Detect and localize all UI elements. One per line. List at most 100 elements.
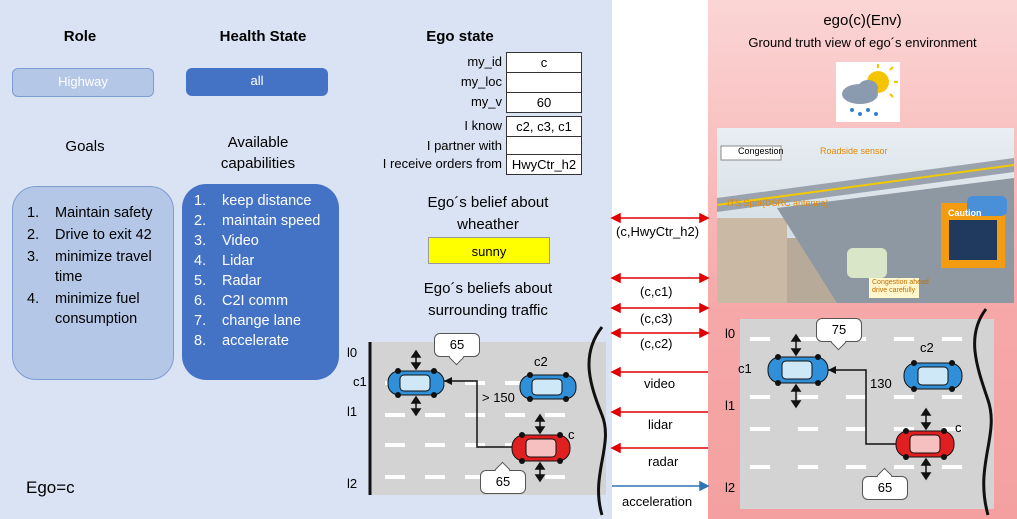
car-c1-label: c1 xyxy=(353,374,367,389)
ego-state-value: HwyCtr_h2 xyxy=(506,154,582,175)
capability-number: 3. xyxy=(194,233,207,249)
ego-state-value: 60 xyxy=(506,92,582,113)
capability-text: keep distance xyxy=(222,193,312,209)
goals-list: 1.Maintain safety 2. Drive to exit 42 3. min… xyxy=(27,203,163,329)
ego-state-value: c xyxy=(506,52,582,73)
role-header: Role xyxy=(63,28,97,45)
env-subtitle: Ground truth view of ego´s environment xyxy=(748,35,977,50)
car-c2 xyxy=(519,372,577,402)
distance-line xyxy=(444,380,512,448)
goal-number: 4. xyxy=(27,291,40,307)
env-car-c1 xyxy=(767,354,829,386)
belief-road-scene xyxy=(368,326,607,516)
its-traffic-photo xyxy=(717,128,1014,303)
capability-number: 4. xyxy=(194,253,207,269)
env-distance-line xyxy=(828,369,896,445)
capability-number: 8. xyxy=(194,333,207,349)
link-radar: radar xyxy=(648,454,679,469)
capability-item: 6. C2I comm xyxy=(194,291,333,311)
capabilities-header-line1: Available xyxy=(227,134,289,151)
capabilities-list: 1. keep distance 2. maintain speed 3. Video 4.… xyxy=(194,191,333,351)
capability-number: 6. xyxy=(194,293,207,309)
traffic-belief-line2: surrounding traffic xyxy=(428,302,548,319)
env-car-c2-label: c2 xyxy=(920,340,934,355)
photo-caution-label: Caution xyxy=(948,208,982,218)
env-road-boundary-curve xyxy=(973,308,993,516)
capability-text: maintain speed xyxy=(222,213,321,229)
ego-state-label: I receive orders from xyxy=(382,156,502,171)
capability-item: 2. maintain speed xyxy=(194,211,333,231)
capability-text: Lidar xyxy=(222,253,255,269)
env-lane-l1-label: l1 xyxy=(725,398,736,413)
distance-label: > 150 xyxy=(482,390,515,405)
capabilities-header-line2: capabilities xyxy=(220,155,296,172)
goals-box: 1.Maintain safety 2. Drive to exit 42 3. min… xyxy=(12,186,174,380)
goal-text: Drive to exit 42 xyxy=(55,227,152,243)
goal-text: minimize fuel consumption xyxy=(55,291,140,327)
weather-belief-title: Ego´s belief about wheather xyxy=(408,192,568,236)
car-c xyxy=(511,432,571,464)
lane-l2-label: l2 xyxy=(347,476,358,491)
capability-text: Video xyxy=(222,233,259,249)
weather-belief-line1: Ego´s belief about xyxy=(427,194,549,211)
goal-text: Maintain safety xyxy=(55,205,153,221)
capability-text: change lane xyxy=(222,313,302,329)
capability-item: 1. keep distance xyxy=(194,191,333,211)
role-button[interactable]: Highway xyxy=(12,68,154,97)
lane-l0-label: l0 xyxy=(347,345,358,360)
link-c-c2: (c,c2) xyxy=(640,336,673,351)
goal-item: 4. minimize fuel consumption xyxy=(27,289,163,329)
capability-number: 2. xyxy=(194,213,207,229)
health-state-header: Health State xyxy=(219,28,307,45)
weather-icon xyxy=(836,62,900,122)
env-car-c-label: c xyxy=(955,420,962,435)
env-speed-bubble-bottom: 65 xyxy=(862,476,908,500)
health-state-button[interactable]: all xyxy=(186,68,328,96)
goal-text: minimize travel time xyxy=(55,249,152,285)
link-c-hwy: (c,HwyCtr_h2) xyxy=(616,224,700,239)
ego-state-label: I partner with xyxy=(426,138,502,153)
photo-caption: Congestion ahead drive carefully xyxy=(872,279,929,294)
capability-item: 4. Lidar xyxy=(194,251,333,271)
capabilities-header: Available capabilities xyxy=(198,134,318,172)
traffic-belief-line1: Ego´s beliefs about xyxy=(423,280,553,297)
ego-state-value: c2, c3, c1 xyxy=(506,116,582,137)
env-distance-label: 130 xyxy=(870,376,892,391)
ego-state-value xyxy=(506,72,582,93)
communication-arrows xyxy=(610,212,710,492)
capability-item: 7. change lane xyxy=(194,311,333,331)
weather-value: sunny xyxy=(428,237,550,264)
goal-item: 1.Maintain safety xyxy=(27,203,163,223)
capability-text: C2I comm xyxy=(222,293,289,309)
env-car-c xyxy=(895,428,955,460)
capability-number: 5. xyxy=(194,273,207,289)
ego-label: Ego=c xyxy=(26,478,75,497)
capability-item: 3. Video xyxy=(194,231,333,251)
capability-number: 1. xyxy=(194,193,207,209)
env-car-c2 xyxy=(903,360,963,392)
car-c2-label: c2 xyxy=(534,354,548,369)
link-acceleration: acceleration xyxy=(622,494,693,509)
photo-its-label: ITS Spot(DSRC antenna) xyxy=(727,198,829,208)
lane-l1-label: l1 xyxy=(347,404,358,419)
ego-state-header: Ego state xyxy=(426,28,494,45)
capability-item: 5. Radar xyxy=(194,271,333,291)
speed-bubble-top: 65 xyxy=(434,333,480,357)
goal-number: 3. xyxy=(27,249,40,265)
capability-text: Radar xyxy=(222,273,262,289)
goal-item: 2. Drive to exit 42 xyxy=(27,225,163,245)
goal-item: 3. minimize travel time xyxy=(27,247,163,287)
link-lidar: lidar xyxy=(648,417,673,432)
weather-belief-line2: wheather xyxy=(457,216,519,233)
goal-number: 2. xyxy=(27,227,40,243)
env-lane-l2-label: l2 xyxy=(725,480,736,495)
capability-item: 8.accelerate xyxy=(194,331,333,351)
traffic-belief-title: Ego´s beliefs about surrounding traffic xyxy=(408,278,568,322)
env-title: ego(c)(Env) xyxy=(823,12,902,29)
capability-number: 7. xyxy=(194,313,207,329)
ego-state-label: I know xyxy=(464,118,502,133)
car-c-label: c xyxy=(568,427,575,442)
env-speed-bubble-top: 75 xyxy=(816,318,862,342)
ego-state-label: my_id xyxy=(467,54,502,69)
goals-header: Goals xyxy=(65,138,105,155)
